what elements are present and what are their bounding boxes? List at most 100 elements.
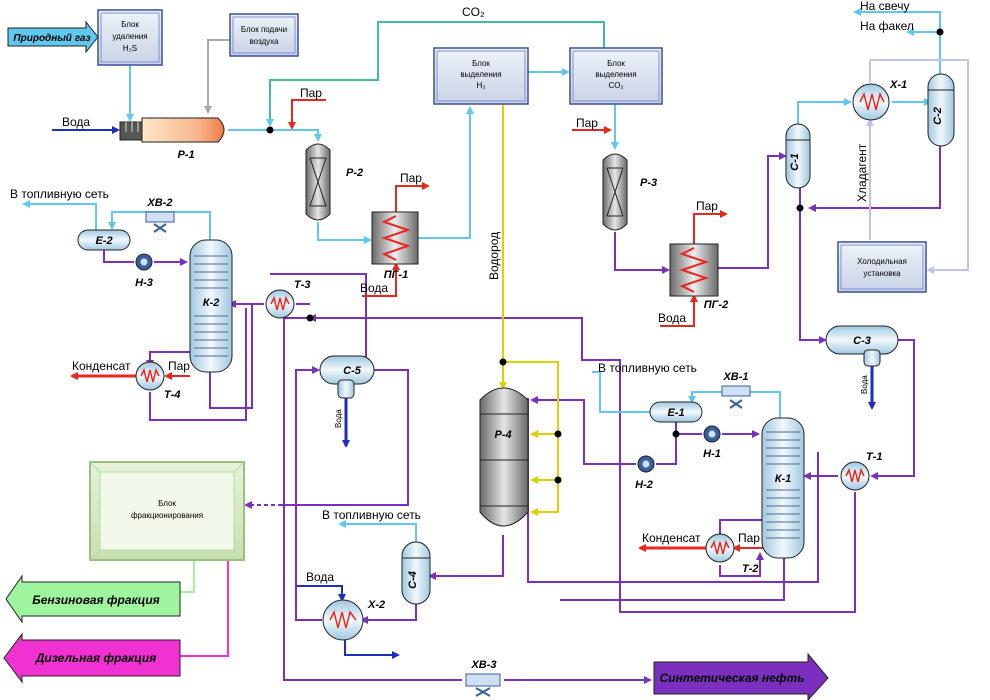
steam-label-t2: Пар bbox=[738, 531, 760, 545]
separator-c5: С-5 bbox=[319, 355, 375, 399]
cooler-x2: Х-2 bbox=[322, 599, 385, 641]
separator-c4: С-4 bbox=[401, 541, 431, 605]
separator-c2: С-2 bbox=[927, 73, 955, 147]
air-cooler-xv1: ХВ-1 bbox=[721, 371, 751, 409]
syncrude-label: Синтетическая нефть bbox=[660, 671, 805, 685]
heat-exchanger-t3: Т-3 bbox=[265, 279, 311, 319]
block-h2-line2: выделения bbox=[460, 70, 501, 79]
steam-label-pg2: Пар bbox=[696, 199, 718, 213]
block-h2s-line3: H₂S bbox=[123, 44, 137, 53]
block-fridge-line1: Холодильная bbox=[857, 257, 907, 266]
t2-label: Т-2 bbox=[742, 563, 759, 575]
steam-generator-pg2: ПГ-2 bbox=[669, 243, 728, 311]
gasoline-label: Бензиновая фракция bbox=[32, 593, 159, 607]
xv2-label: ХВ-2 bbox=[146, 197, 172, 209]
water-label-x2: Вода bbox=[306, 570, 334, 584]
flow-lines bbox=[22, 8, 969, 684]
c1-label: С-1 bbox=[789, 153, 801, 171]
k1-label: К-1 bbox=[775, 473, 792, 485]
to-candle-label: На свечу bbox=[860, 0, 909, 13]
block-h2-line1: Блок bbox=[472, 59, 490, 68]
block-air-line2: воздуха bbox=[249, 37, 279, 46]
air-cooler-xv2: ХВ-2 bbox=[145, 197, 175, 233]
separator-c3: С-3 bbox=[825, 325, 899, 367]
drum-e1: Е-1 bbox=[649, 401, 703, 423]
column-k2: К-2 bbox=[189, 239, 233, 373]
water-label-c3: Вода bbox=[860, 375, 869, 394]
n2-label: Н-2 bbox=[635, 479, 653, 491]
column-k1: К-1 bbox=[761, 417, 805, 559]
hydrogen-label: Водород bbox=[487, 232, 501, 280]
air-cooler-xv3: ХВ-3 bbox=[465, 659, 501, 697]
block-co2-separation: Блок выделения CO₂ bbox=[569, 47, 663, 105]
r1-label: Р-1 bbox=[177, 149, 194, 161]
reactor-r2: Р-2 bbox=[305, 143, 363, 221]
drum-e2: Е-2 bbox=[77, 229, 131, 251]
x1-label: Х-1 bbox=[889, 79, 907, 91]
n1-label: Н-1 bbox=[703, 448, 721, 460]
natural-gas-inlet-arrow: Природный газ bbox=[7, 20, 99, 54]
c3-label: С-3 bbox=[853, 335, 871, 347]
block-air-supply: Блок подачи воздуха bbox=[229, 13, 299, 57]
heat-exchanger-t1: Т-1 bbox=[840, 451, 883, 491]
n3-label: Н-3 bbox=[135, 277, 153, 289]
t1-label: Т-1 bbox=[866, 451, 883, 463]
block-fractionation: Блок фракционирования bbox=[89, 461, 245, 561]
heat-exchanger-t2: Т-2 bbox=[705, 533, 759, 575]
r2-label: Р-2 bbox=[346, 167, 363, 179]
fuel-net-label-k1: В топливную сеть bbox=[598, 361, 697, 375]
water-label-pg2: Вода bbox=[658, 311, 686, 325]
e1-label: Е-1 bbox=[667, 407, 684, 419]
steam-label-pg1: Пар bbox=[400, 171, 422, 185]
steam-label-r2: Пар bbox=[300, 86, 322, 100]
fuel-net-label-k2: В топливную сеть bbox=[10, 187, 109, 201]
block-air-line1: Блок подачи bbox=[241, 25, 287, 34]
c4-label: С-4 bbox=[407, 571, 419, 589]
e2-label: Е-2 bbox=[95, 235, 112, 247]
reactor-r1: Р-1 bbox=[119, 117, 225, 161]
t3-label: Т-3 bbox=[294, 279, 311, 291]
pump-n1: Н-1 bbox=[703, 425, 721, 460]
x2-label: Х-2 bbox=[367, 599, 385, 611]
condensate-label-t4: Конденсат bbox=[72, 359, 131, 373]
diesel-product-arrow: Дизельная фракция bbox=[3, 632, 181, 684]
water-label-pg1: Вода bbox=[360, 281, 388, 295]
r4-label: Р-4 bbox=[494, 429, 511, 441]
t4-label: Т-4 bbox=[164, 389, 181, 401]
block-h2-line3: H₂ bbox=[477, 81, 486, 90]
block-h2s-line2: удаления bbox=[112, 32, 147, 41]
steam-label-t4: Пар bbox=[168, 359, 190, 373]
cooler-x1: Х-1 bbox=[852, 79, 907, 121]
natural-gas-label: Природный газ bbox=[13, 33, 90, 44]
block-h2-separation: Блок выделения H₂ bbox=[433, 47, 529, 105]
c5-label: С-5 bbox=[343, 365, 362, 377]
reactor-r3: Р-3 bbox=[602, 153, 657, 231]
r3-label: Р-3 bbox=[640, 177, 657, 189]
diesel-label: Дизельная фракция bbox=[35, 651, 157, 665]
pump-n3: Н-3 bbox=[135, 253, 153, 289]
block-co2-line1: Блок bbox=[607, 59, 625, 68]
refrigerant-label: Хладагент bbox=[855, 143, 869, 202]
block-h2s-removal: Блок удаления H₂S bbox=[97, 9, 163, 66]
water-label-c5: Вода bbox=[334, 409, 343, 428]
block-co2-line2: выделения bbox=[595, 70, 636, 79]
block-fraction-line2: фракционирования bbox=[131, 511, 203, 520]
block-h2s-line1: Блок bbox=[121, 20, 139, 29]
xv3-label: ХВ-3 bbox=[470, 659, 496, 671]
steam-generator-pg1: ПГ-1 bbox=[371, 211, 419, 281]
xv1-label: ХВ-1 bbox=[722, 371, 748, 383]
pg2-label: ПГ-2 bbox=[704, 299, 728, 311]
co2-recycle-label: CO₂ bbox=[462, 5, 485, 19]
water-label-r1: Вода bbox=[62, 115, 90, 129]
block-fraction-line1: Блок bbox=[158, 499, 176, 508]
pump-n2: Н-2 bbox=[635, 455, 655, 491]
c2-label: С-2 bbox=[932, 107, 944, 125]
fuel-net-label-c4: В топливную сеть bbox=[322, 508, 421, 522]
separator-c1: С-1 bbox=[785, 123, 811, 189]
heat-exchanger-t4: Т-4 bbox=[135, 361, 181, 401]
condensate-label-t2: Конденсат bbox=[642, 531, 701, 545]
block-fridge-line2: установка bbox=[863, 269, 901, 278]
to-flare-label: На факел bbox=[860, 19, 914, 33]
reactor-r4: Р-4 bbox=[479, 387, 529, 527]
